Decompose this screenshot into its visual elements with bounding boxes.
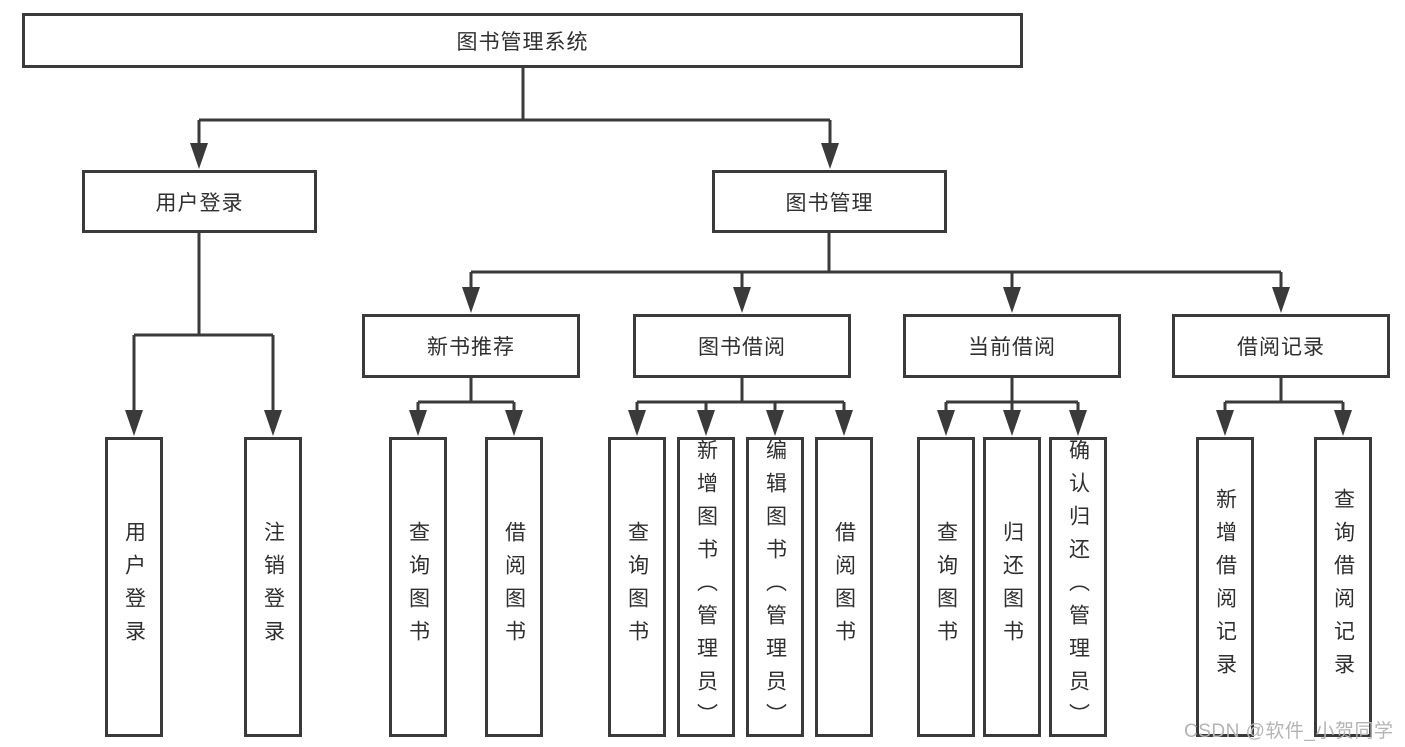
node-borrow-records: 借阅记录	[1172, 314, 1390, 378]
node-root: 图书管理系统	[22, 13, 1023, 68]
leaf-cb-query-books-label: 查询图书	[934, 521, 958, 653]
node-book-borrow-label: 图书借阅	[698, 336, 786, 359]
leaf-rec-query-books-label: 查询图书	[406, 521, 430, 653]
leaf-cb-return-books: 归还图书	[983, 437, 1041, 737]
arrowhead-icons	[125, 143, 1352, 436]
node-borrow-records-label: 借阅记录	[1237, 336, 1325, 359]
node-new-book-rec-label: 新书推荐	[427, 336, 515, 359]
leaf-bb-query-books-label: 查询图书	[625, 521, 649, 653]
leaf-bb-add-books-label: 新增图书（管理员）	[694, 438, 718, 736]
node-current-borrow-label: 当前借阅	[968, 336, 1056, 359]
node-user-login-label: 用户登录	[155, 191, 244, 215]
leaf-bb-query-books: 查询图书	[608, 437, 666, 737]
leaf-bb-edit-books-label: 编辑图书（管理员）	[763, 438, 787, 736]
watermark: CSDN @软件_小贺同学	[1184, 721, 1394, 742]
leaf-bb-add-books: 新增图书（管理员）	[677, 437, 735, 737]
leaf-cb-query-books: 查询图书	[917, 437, 975, 737]
leaf-br-add-record-label: 新增借阅记录	[1213, 488, 1237, 686]
leaf-rec-borrow-books: 借阅图书	[485, 437, 543, 737]
leaf-bb-borrow-books: 借阅图书	[815, 437, 873, 737]
leaf-bb-edit-books: 编辑图书（管理员）	[746, 437, 804, 737]
leaf-logout-label: 注销登录	[261, 521, 285, 653]
node-book-mgmt-label: 图书管理	[785, 191, 874, 215]
leaf-rec-borrow-books-label: 借阅图书	[502, 521, 526, 653]
leaf-cb-confirm-return-label: 确认归还（管理员）	[1066, 438, 1090, 736]
leaf-br-query-record: 查询借阅记录	[1314, 437, 1372, 737]
leaf-br-query-record-label: 查询借阅记录	[1331, 488, 1355, 686]
leaf-br-add-record: 新增借阅记录	[1196, 437, 1254, 737]
node-book-mgmt: 图书管理	[712, 170, 947, 233]
leaf-cb-confirm-return: 确认归还（管理员）	[1049, 437, 1107, 737]
node-book-borrow: 图书借阅	[633, 314, 851, 378]
leaf-logout: 注销登录	[244, 437, 302, 737]
node-new-book-rec: 新书推荐	[362, 314, 580, 378]
leaf-bb-borrow-books-label: 借阅图书	[832, 521, 856, 653]
leaf-user-login-label: 用户登录	[122, 521, 146, 653]
leaf-cb-return-books-label: 归还图书	[1000, 521, 1024, 653]
leaf-user-login: 用户登录	[105, 437, 163, 737]
node-current-borrow: 当前借阅	[903, 314, 1121, 378]
node-user-login: 用户登录	[82, 170, 317, 233]
leaf-rec-query-books: 查询图书	[389, 437, 447, 737]
node-root-label: 图书管理系统	[456, 30, 589, 54]
